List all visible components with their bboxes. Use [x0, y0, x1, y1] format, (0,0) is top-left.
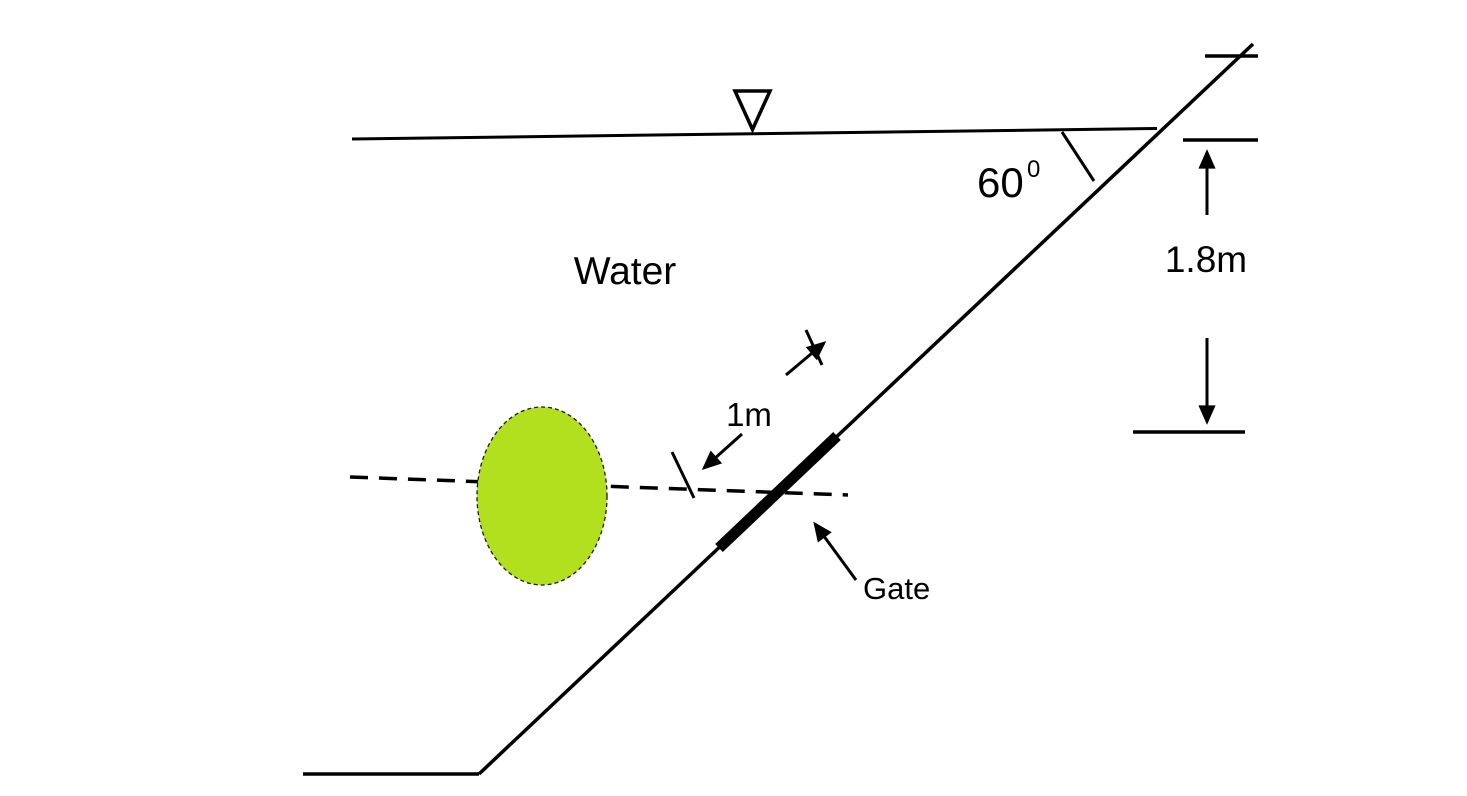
- offset-dim-lower-arrow: [701, 432, 744, 470]
- depth-dim-label: 1.8m: [1165, 239, 1247, 280]
- offset-dim-lower-tick: [670, 451, 696, 499]
- angle-label: 60: [977, 159, 1024, 206]
- offset-dim-upper-arrow: [785, 341, 827, 377]
- angle-superscript: 0: [1027, 156, 1040, 183]
- offset-dim-label: 1m: [726, 396, 772, 433]
- gate-projection-ellipse: [476, 406, 608, 586]
- angle-tick: [1060, 131, 1096, 182]
- gate-segment: [715, 432, 841, 552]
- gate-label: Gate: [863, 571, 930, 606]
- water-surface-line: [351, 127, 1158, 141]
- gate-callout-arrow: [813, 521, 858, 581]
- water-surface-nabla-icon: [732, 89, 773, 134]
- offset-dim-upper-tick: [804, 329, 824, 366]
- water-label: Water: [574, 250, 677, 293]
- inclined-wall-line: [477, 42, 1255, 776]
